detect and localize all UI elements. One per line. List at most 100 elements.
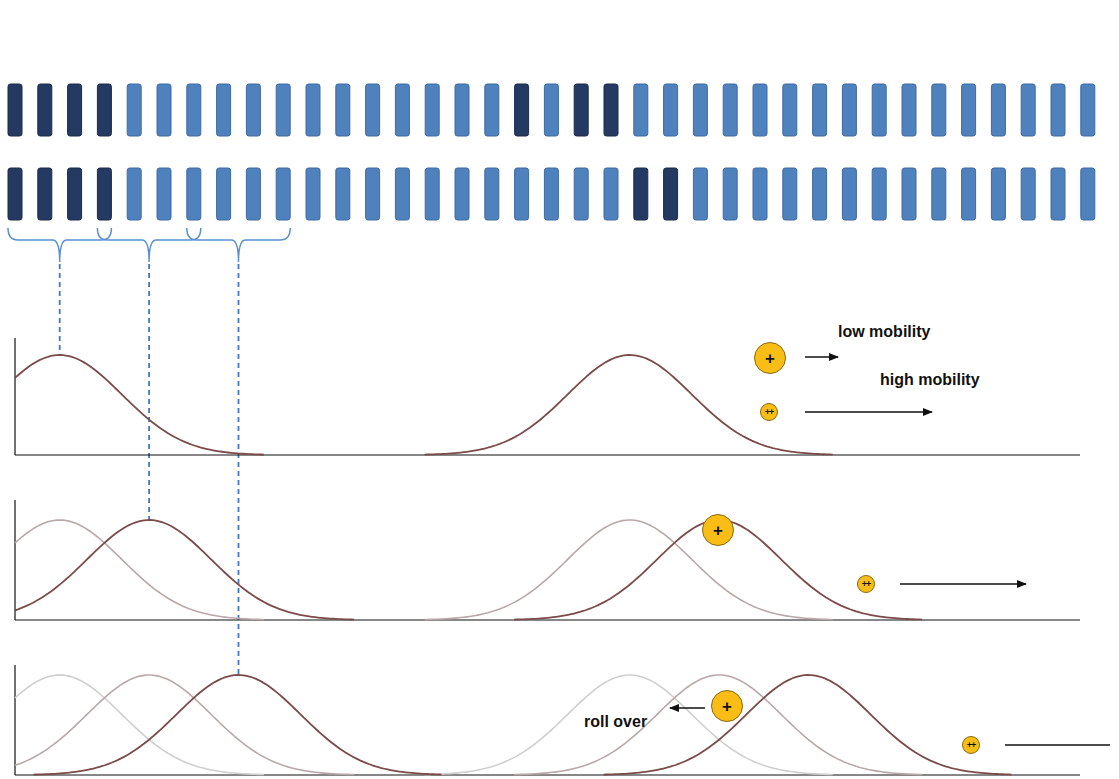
electrode-bar <box>693 168 707 220</box>
large-ion: + <box>754 342 786 374</box>
electrode-bar <box>783 84 797 136</box>
potential-wave <box>15 675 354 775</box>
potential-wave <box>15 355 264 455</box>
potential-wave <box>34 675 442 775</box>
electrode-bar <box>991 84 1005 136</box>
electrode-bar <box>962 168 976 220</box>
plot-axis <box>15 454 1080 455</box>
electrode-bar <box>634 84 648 136</box>
electrode-bar <box>932 168 946 220</box>
electrode-bar <box>306 168 320 220</box>
motion-arrow <box>670 357 1110 745</box>
potential-wave <box>514 520 922 620</box>
small-ion: ++ <box>857 575 875 593</box>
potential-wave <box>15 675 264 775</box>
electrode-bar <box>723 168 737 220</box>
electrode-bar <box>723 84 737 136</box>
electrode-bar <box>455 168 469 220</box>
guide-line <box>59 264 61 355</box>
electrode-bar <box>872 84 886 136</box>
electrode-bar <box>515 84 529 136</box>
electrode-bar <box>68 84 82 136</box>
charge-sign: ++ <box>967 741 976 750</box>
electrode-bar <box>425 168 439 220</box>
small-ion: ++ <box>962 736 980 754</box>
electrode-bar <box>783 168 797 220</box>
electrode-bar <box>1021 168 1035 220</box>
electrode-bar <box>902 84 916 136</box>
electrode-bar <box>336 84 350 136</box>
potential-wave <box>15 355 1012 775</box>
motion-arrow <box>670 707 705 709</box>
annotation-label: high mobility <box>880 371 980 389</box>
electrode-bar <box>604 168 618 220</box>
potential-wave <box>425 520 833 620</box>
charge-sign: ++ <box>862 580 871 589</box>
electrode-bar <box>276 84 290 136</box>
electrode-bar <box>932 84 946 136</box>
guide-line <box>148 264 150 520</box>
large-ion: + <box>702 514 734 546</box>
electrode-bar <box>842 84 856 136</box>
electrode-bar <box>187 168 201 220</box>
electrode-bar <box>246 168 260 220</box>
electrode-bar <box>872 168 886 220</box>
charge-sign: ++ <box>765 408 774 417</box>
plot-axis <box>14 338 15 455</box>
electrode-bar <box>753 84 767 136</box>
electrode-bar <box>1051 168 1065 220</box>
electrode-bar <box>1081 168 1095 220</box>
electrode-bar <box>187 84 201 136</box>
electrode-bar <box>306 84 320 136</box>
electrode-bar <box>217 84 231 136</box>
electrode-bar <box>664 84 678 136</box>
plot-axis <box>15 338 1080 775</box>
plot-axis <box>14 665 15 775</box>
electrode-bar <box>8 168 22 220</box>
motion-arrow <box>805 356 838 358</box>
guide-line <box>238 264 240 675</box>
plot-axis <box>14 500 15 620</box>
electrode-bar <box>962 84 976 136</box>
electrode-bar <box>97 84 111 136</box>
electrode-bar <box>842 168 856 220</box>
electrode-bar <box>664 168 678 220</box>
electrode-bar <box>574 168 588 220</box>
motion-arrow <box>900 583 1026 585</box>
motion-arrow <box>1005 744 1110 746</box>
electrode-bar <box>38 84 52 136</box>
electrode-bar <box>217 168 231 220</box>
guide-line <box>60 264 239 675</box>
electrode-bar <box>97 168 111 220</box>
electrode-bracket <box>8 228 290 262</box>
charge-sign: + <box>722 698 732 715</box>
electrode-bar <box>127 84 141 136</box>
electrode-array <box>8 84 1095 220</box>
electrode-bar <box>485 84 499 136</box>
electrode-bracket <box>97 228 200 262</box>
potential-wave <box>604 675 1012 775</box>
electrode-bar <box>276 168 290 220</box>
electrode-bar <box>544 168 558 220</box>
charge-sign: + <box>713 522 723 539</box>
electrode-bar <box>68 168 82 220</box>
large-ion: + <box>711 690 743 722</box>
electrode-bar <box>127 168 141 220</box>
electrode-bar <box>574 84 588 136</box>
electrode-bar <box>336 168 350 220</box>
annotation-label: low mobility <box>838 323 930 341</box>
electrode-bracket <box>187 228 290 262</box>
electrode-bar <box>395 168 409 220</box>
electrode-bar <box>1021 84 1035 136</box>
electrode-bar <box>395 84 409 136</box>
electrode-bar <box>485 168 499 220</box>
electrode-bar <box>157 168 171 220</box>
electrode-bar <box>1051 84 1065 136</box>
electrode-bar <box>813 84 827 136</box>
potential-wave <box>514 675 922 775</box>
electrode-bar <box>246 84 260 136</box>
electrode-bar <box>813 168 827 220</box>
electrode-bar <box>455 84 469 136</box>
